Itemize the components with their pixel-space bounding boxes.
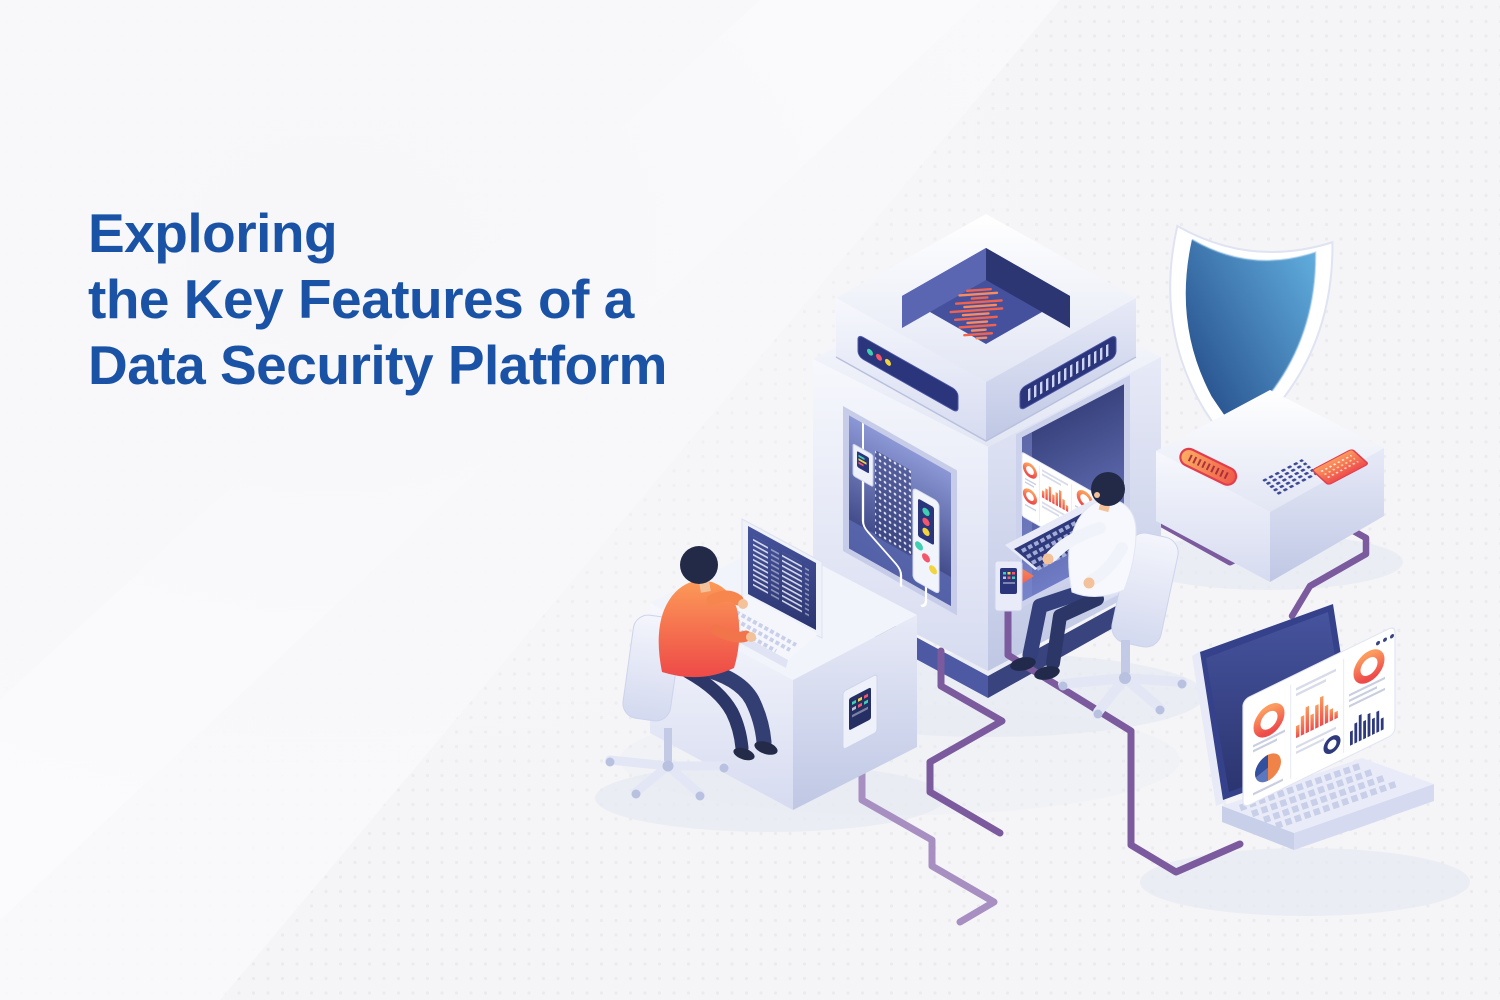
server-rack-panel bbox=[843, 405, 957, 616]
bar-chart-orange bbox=[1042, 486, 1069, 513]
cable-vault-left bbox=[926, 647, 1006, 837]
laptop-keys bbox=[1238, 762, 1398, 830]
led-status-bar bbox=[1179, 447, 1238, 486]
developer-person bbox=[658, 546, 778, 761]
analyst-at-console bbox=[994, 472, 1187, 719]
developer-hair bbox=[680, 546, 718, 584]
title-line-3: Data Security Platform bbox=[88, 334, 667, 396]
title-line-2: the Key Features of a bbox=[88, 268, 634, 330]
touchpad bbox=[1330, 809, 1392, 831]
slab-vent-grid bbox=[1262, 459, 1320, 496]
analyst-person bbox=[1010, 472, 1137, 680]
status-light-yellow bbox=[885, 358, 891, 366]
vault-cap bbox=[835, 214, 1137, 442]
page-title: Exploring the Key Features of a Data Sec… bbox=[88, 200, 667, 398]
vault-access-keypad bbox=[994, 560, 1023, 612]
vault-vent-left bbox=[857, 335, 959, 412]
pie-chart bbox=[1255, 753, 1281, 783]
network-cables bbox=[858, 598, 1244, 926]
desk-keypad bbox=[842, 674, 878, 750]
control-pillar bbox=[912, 488, 940, 608]
developer-at-desk bbox=[605, 518, 917, 810]
shield-server-unit bbox=[1156, 224, 1384, 620]
red-code-lines bbox=[949, 288, 1004, 340]
code-lines bbox=[753, 535, 809, 619]
bar-chart-navy bbox=[1350, 710, 1384, 746]
status-light-red bbox=[876, 353, 882, 361]
dashboard-window bbox=[1242, 627, 1396, 807]
bar-chart-orange bbox=[1296, 695, 1338, 739]
orange-sweater bbox=[658, 580, 740, 678]
cable-console-to-laptop bbox=[1004, 598, 1244, 876]
analyst-hair bbox=[1091, 472, 1125, 506]
analytics-laptop bbox=[1192, 604, 1434, 850]
status-light-teal bbox=[867, 348, 873, 356]
cable-desk bbox=[858, 753, 998, 926]
vault-vent-right bbox=[1019, 336, 1117, 410]
donut-chart-small bbox=[1323, 735, 1341, 755]
donut-chart bbox=[1253, 703, 1285, 738]
title-line-1: Exploring bbox=[88, 202, 338, 264]
donut-chart-red bbox=[1353, 649, 1385, 684]
cable-shield-to-laptop bbox=[1288, 520, 1370, 620]
security-shield-icon bbox=[1169, 224, 1334, 451]
slab-red-panel bbox=[1312, 449, 1369, 485]
code-intake-opening bbox=[902, 248, 1070, 344]
wall-card-reader bbox=[852, 422, 903, 588]
